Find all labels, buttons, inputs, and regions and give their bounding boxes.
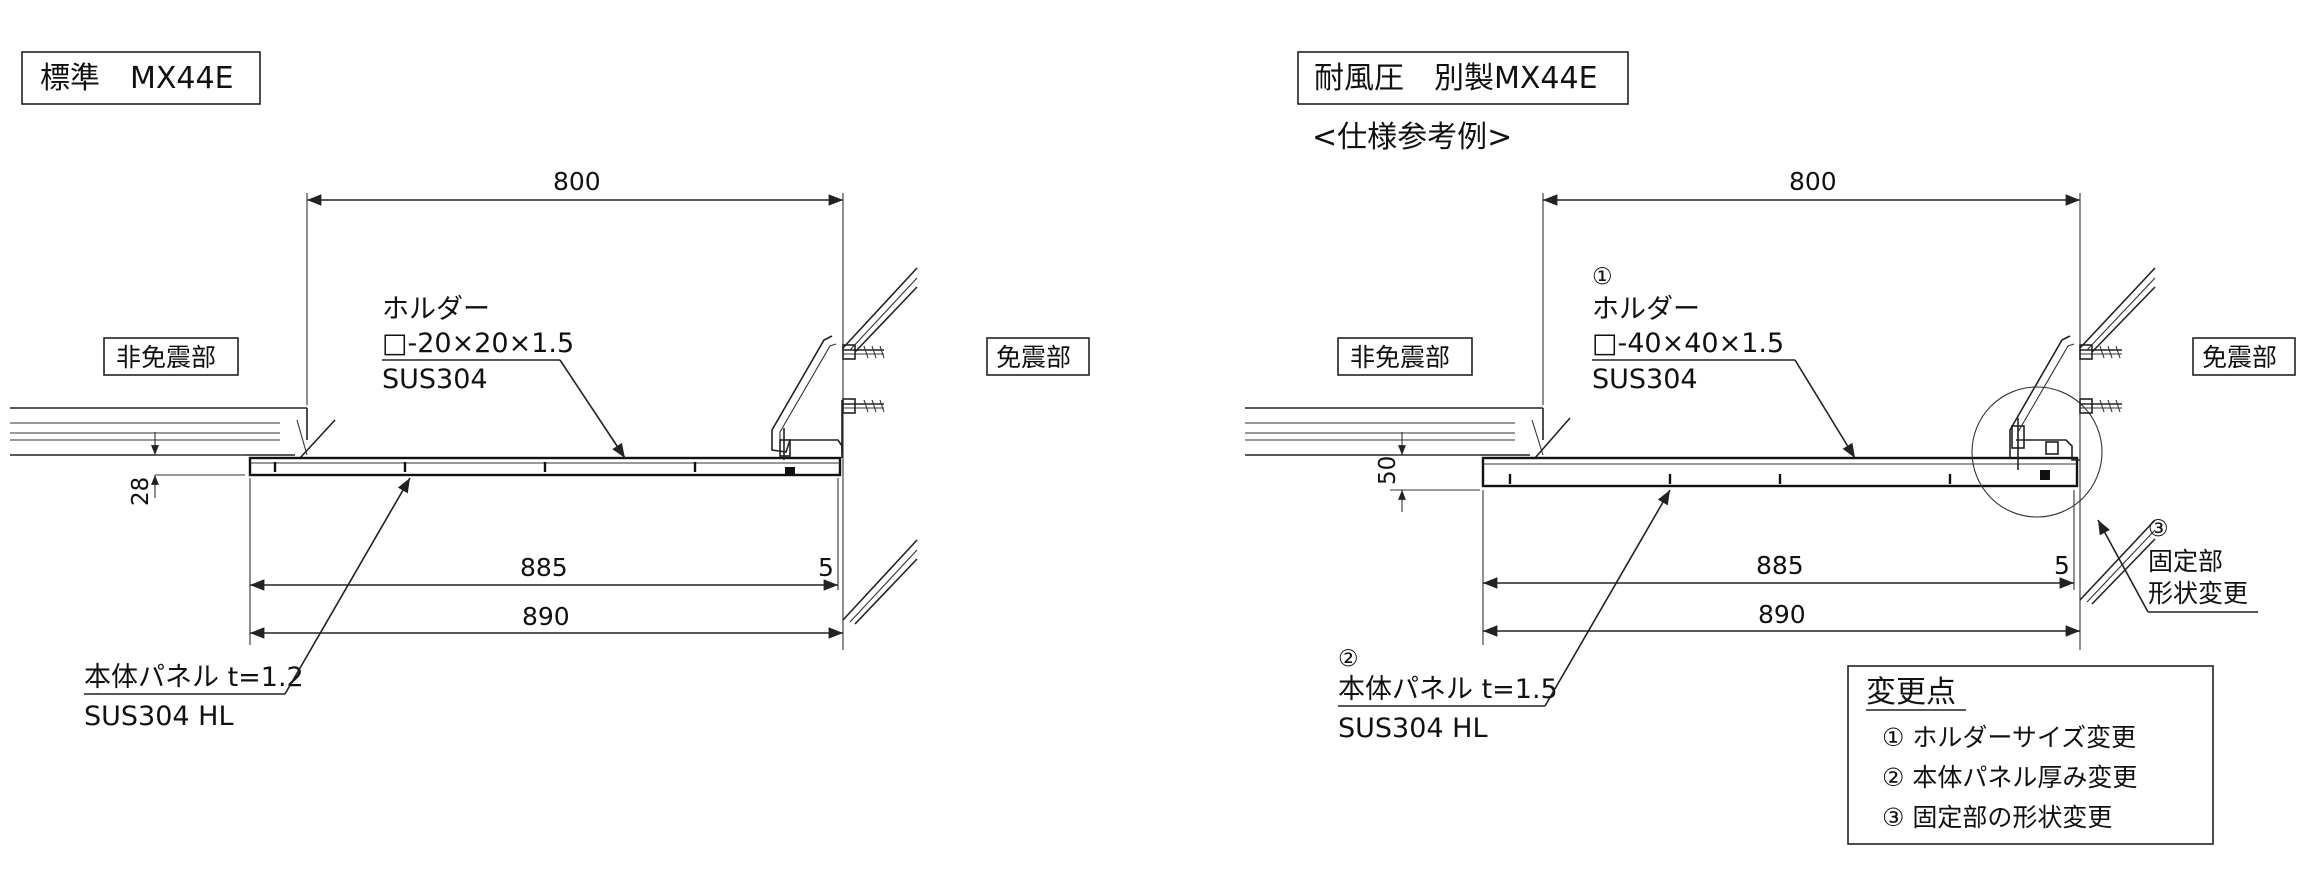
left-wall-hatch <box>842 267 918 625</box>
right-right-zone-label-box <box>2192 337 2296 376</box>
right-dim-mid-label: 885 <box>1756 551 1804 580</box>
right-anchor-bolts <box>2079 344 2122 414</box>
right-fix-line1: 固定部 <box>2148 547 2223 576</box>
left-zone-label: 非免震部 <box>116 343 216 372</box>
left-dim-bottom: 885 5 890 <box>249 478 843 645</box>
left-panel-callout: 本体パネル t=1.2 SUS304 HL <box>84 477 411 732</box>
right-title-box <box>1297 51 1629 105</box>
left-zone-label-box <box>103 337 239 376</box>
right-holder-line3: SUS304 <box>1592 364 1698 395</box>
left-dim-mid-label: 885 <box>520 553 568 582</box>
right-legend-title: 変更点 <box>1866 675 1956 710</box>
left-right-zone-label-box <box>986 337 1090 376</box>
right-main-panel <box>1481 456 2079 488</box>
right-dim-bottom: 885 5 890 <box>1482 490 2080 645</box>
right-dim-step-label: 50 <box>1375 456 1401 485</box>
left-bracket <box>771 335 843 460</box>
right-dim-50: 50 <box>1375 432 1480 512</box>
right-zone-label: 非免震部 <box>1350 343 1450 372</box>
right-bracket <box>2009 335 2080 470</box>
right-fix-callout: ③ 固定部 形状変更 <box>2097 516 2258 613</box>
right-fix-line2: 形状変更 <box>2148 579 2248 608</box>
right-wall-hatch <box>2079 267 2156 605</box>
left-dim-top-label: 800 <box>553 167 601 196</box>
left-right-zone-label: 免震部 <box>996 343 1071 372</box>
right-panel-num: ② <box>1338 646 1359 672</box>
right-legend: 変更点 ① ホルダーサイズ変更 ② 本体パネル厚み変更 ③ 固定部の形状変更 <box>1847 665 2214 845</box>
right-panel-line2: SUS304 HL <box>1338 713 1488 744</box>
left-dim-gap-label: 5 <box>818 553 834 582</box>
right-title: 耐風圧 別製MX44E <box>1314 61 1598 96</box>
right-zone-label-box <box>1337 337 1473 376</box>
left-dim-bottom-label: 890 <box>522 602 570 631</box>
right-legend-item-1: ① ホルダーサイズ変更 <box>1882 723 2136 752</box>
left-holder-line1: ホルダー <box>382 294 490 325</box>
right-holder-line1: ホルダー <box>1592 294 1700 325</box>
right-floor-slab <box>1245 407 1571 459</box>
left-title: 標準 MX44E <box>40 61 234 96</box>
left-holder-line2: □-20×20×1.5 <box>382 328 574 359</box>
left-dim-800: 800 <box>306 167 843 405</box>
left-dim-step-label: 28 <box>128 477 154 506</box>
left-title-box <box>21 51 261 105</box>
right-drawing: 耐風圧 別製MX44E <仕様参考例> 非免震部 免震部 800 <box>1245 51 2296 845</box>
right-holder-num: ① <box>1592 264 1613 290</box>
right-subtitle: <仕様参考例> <box>1312 120 1512 155</box>
right-holder-callout: ① ホルダー □-40×40×1.5 SUS304 <box>1592 264 1856 459</box>
right-legend-item-3: ③ 固定部の形状変更 <box>1882 803 2112 832</box>
left-panel-line2: SUS304 HL <box>84 701 234 732</box>
left-drawing: 標準 MX44E 非免震部 免震部 800 <box>10 51 1090 732</box>
right-panel-callout: ② 本体パネル t=1.5 SUS304 HL <box>1338 489 1671 744</box>
left-anchor-bolts <box>842 344 885 414</box>
left-panel-line1: 本体パネル t=1.2 <box>84 662 304 693</box>
right-panel-line1: 本体パネル t=1.5 <box>1338 674 1558 705</box>
right-holder-line2: □-40×40×1.5 <box>1592 328 1784 359</box>
left-holder-line3: SUS304 <box>382 364 488 395</box>
left-dim-28: 28 <box>128 432 245 506</box>
right-dim-gap-label: 5 <box>2054 551 2070 580</box>
right-dim-800: 800 <box>1542 167 2080 405</box>
right-dim-top-label: 800 <box>1789 167 1837 196</box>
left-floor-slab <box>10 407 336 459</box>
right-fix-num: ③ <box>2148 516 2169 542</box>
left-main-panel <box>248 456 842 477</box>
right-legend-item-2: ② 本体パネル厚み変更 <box>1882 763 2137 792</box>
right-detail-circle <box>1971 386 2103 518</box>
right-right-zone-label: 免震部 <box>2202 343 2277 372</box>
left-holder-callout: ホルダー □-20×20×1.5 SUS304 <box>382 294 626 459</box>
right-dim-bottom-label: 890 <box>1758 600 1806 629</box>
